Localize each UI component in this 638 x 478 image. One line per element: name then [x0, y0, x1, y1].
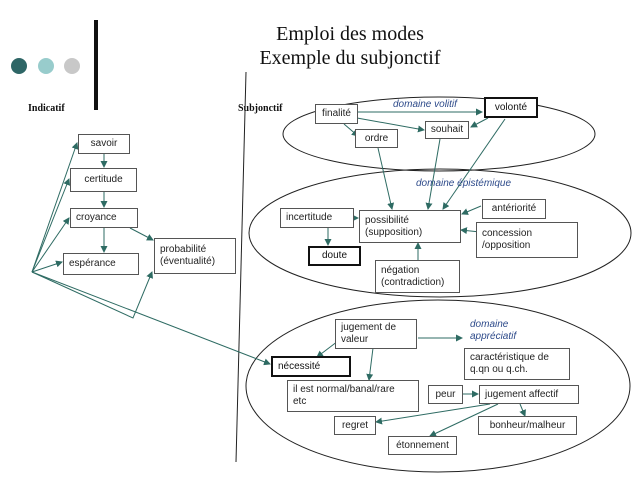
heading-indicatif: Indicatif	[28, 103, 65, 114]
label-domaine-volitif: domaine volitif	[393, 99, 457, 110]
node-caracteristique: caractéristique de q.qn ou q.ch.	[464, 348, 570, 380]
node-jugement-affectif: jugement affectif	[479, 385, 579, 404]
arrow-ordre-possibilite	[377, 147, 395, 210]
node-doute-label: doute	[321, 250, 348, 261]
node-incertitude: incertitude	[280, 208, 354, 228]
node-esperance-label: espérance	[69, 258, 116, 269]
node-souhait-label: souhait	[430, 124, 464, 135]
arrow-origin-savoir	[31, 142, 79, 273]
node-probabilite: probabilité (éventualité)	[154, 238, 236, 274]
node-anteriorite: antériorité	[482, 199, 546, 219]
arrow-jugement-etonnement	[429, 403, 499, 437]
decor-dot-3	[64, 58, 80, 74]
node-concession-line1: concession	[482, 228, 533, 239]
node-bonheur-malheur-label: bonheur/malheur	[489, 419, 566, 431]
node-certitude-label: certitude	[84, 174, 123, 185]
node-volonte: volonté	[484, 97, 538, 118]
node-probabilite-line1: probabilité	[160, 244, 207, 255]
label-domaine-appreciatif-line1: domaine	[470, 319, 509, 330]
divider-line	[235, 71, 247, 463]
decor-vertical-bar	[94, 20, 98, 110]
node-peur: peur	[428, 385, 463, 404]
node-certitude: certitude	[70, 168, 137, 192]
arrow-anteriorite-possibilite	[461, 205, 482, 215]
node-caracteristique-text: caractéristique de q.qn ou q.ch.	[470, 352, 549, 376]
node-il-est-normal-text: il est normal/banal/rare etc	[293, 384, 395, 408]
node-concession-text: concession /opposition	[482, 228, 532, 252]
heading-subjonctif: Subjonctif	[238, 103, 283, 114]
node-probabilite-text: probabilité (éventualité)	[160, 244, 215, 268]
node-bonheur-malheur: bonheur/malheur	[478, 416, 577, 435]
decor-dot-2	[38, 58, 54, 74]
node-regret: regret	[334, 416, 376, 435]
node-esperance: espérance	[63, 253, 139, 275]
title-line-2: Exemple du subjonctif	[259, 47, 441, 69]
node-jugement-affectif-label: jugement affectif	[485, 388, 559, 400]
node-doute: doute	[308, 246, 361, 266]
node-ordre: ordre	[355, 129, 398, 148]
node-necessite-label: nécessité	[278, 360, 321, 372]
node-caracteristique-line2: q.qn ou q.ch.	[470, 364, 528, 375]
node-necessite: nécessité	[271, 356, 351, 377]
node-croyance: croyance	[70, 208, 138, 228]
node-regret-label: regret	[341, 419, 369, 431]
node-etonnement-label: étonnement	[396, 439, 449, 451]
arrow-origin-certitude	[31, 178, 71, 273]
node-possibilite-text: possibilité (supposition)	[365, 215, 422, 239]
slide-title: Emploi des modes Exemple du subjonctif	[200, 22, 500, 70]
arrow-croyance-probabilite	[129, 227, 154, 241]
ellipse-appreciatif	[245, 299, 631, 473]
node-peur-label: peur	[435, 388, 456, 400]
node-il-est-normal: il est normal/banal/rare etc	[287, 380, 419, 412]
node-il-est-normal-line1: il est normal/banal/rare	[293, 384, 395, 395]
node-possibilite: possibilité (supposition)	[359, 210, 461, 243]
ellipse-epistemique	[248, 168, 632, 298]
arrow-origin-necessite	[31, 271, 271, 366]
arrow-volonte-possibilite	[442, 118, 506, 210]
node-negation: négation (contradiction)	[375, 260, 460, 293]
node-savoir-label: savoir	[90, 138, 118, 149]
node-negation-text: négation (contradiction)	[381, 265, 444, 289]
arrow-souhait-possibilite	[425, 138, 441, 210]
node-concession: concession /opposition	[476, 222, 578, 258]
node-jugement-de-valeur-line1: jugement de	[341, 322, 397, 333]
label-domaine-appreciatif-line2: appréciatif	[470, 331, 517, 342]
node-volonte-label: volonté	[494, 101, 528, 113]
node-caracteristique-line1: caractéristique de	[470, 352, 549, 363]
label-domaine-epistemique: domaine épistémique	[416, 178, 512, 189]
node-concession-line2: /opposition	[482, 240, 531, 251]
title-line-1: Emploi des modes	[276, 23, 424, 45]
node-possibilite-line2: (supposition)	[365, 226, 423, 238]
node-etonnement: étonnement	[388, 436, 457, 455]
node-negation-line2: (contradiction)	[381, 276, 445, 288]
node-incertitude-label: incertitude	[286, 212, 333, 223]
node-finalite-label: finalité	[322, 108, 351, 119]
node-souhait: souhait	[425, 121, 469, 139]
node-possibilite-line1: possibilité	[365, 214, 409, 226]
arrow-jugement-bonheur	[519, 403, 526, 417]
node-finalite: finalité	[315, 104, 358, 124]
arrow-volonte-souhait	[470, 117, 489, 128]
arrow-finalite-souhait	[356, 117, 425, 133]
ellipse-volitif	[282, 96, 596, 172]
node-jugement-de-valeur-line2: valeur	[341, 334, 369, 345]
node-jugement-de-valeur: jugement de valeur	[335, 319, 417, 349]
node-ordre-label: ordre	[364, 132, 389, 144]
arrow-origin-esperance	[31, 260, 63, 273]
node-probabilite-line2: (éventualité)	[160, 256, 216, 267]
decor-dot-1	[11, 58, 27, 74]
node-il-est-normal-line2: etc	[293, 396, 307, 407]
arrow-jugement-normal	[366, 347, 374, 381]
arrow-origin-probabilite	[31, 271, 153, 319]
node-anteriorite-label: antériorité	[491, 203, 537, 214]
arrow-jugement-regret	[375, 403, 491, 425]
arrow-origin-croyance	[31, 217, 70, 273]
label-domaine-appreciatif: domaine appréciatif	[470, 319, 516, 343]
node-croyance-label: croyance	[76, 212, 117, 223]
node-negation-line1: négation	[381, 264, 420, 276]
node-jugement-de-valeur-text: jugement de valeur	[341, 322, 396, 346]
node-savoir: savoir	[78, 134, 130, 154]
